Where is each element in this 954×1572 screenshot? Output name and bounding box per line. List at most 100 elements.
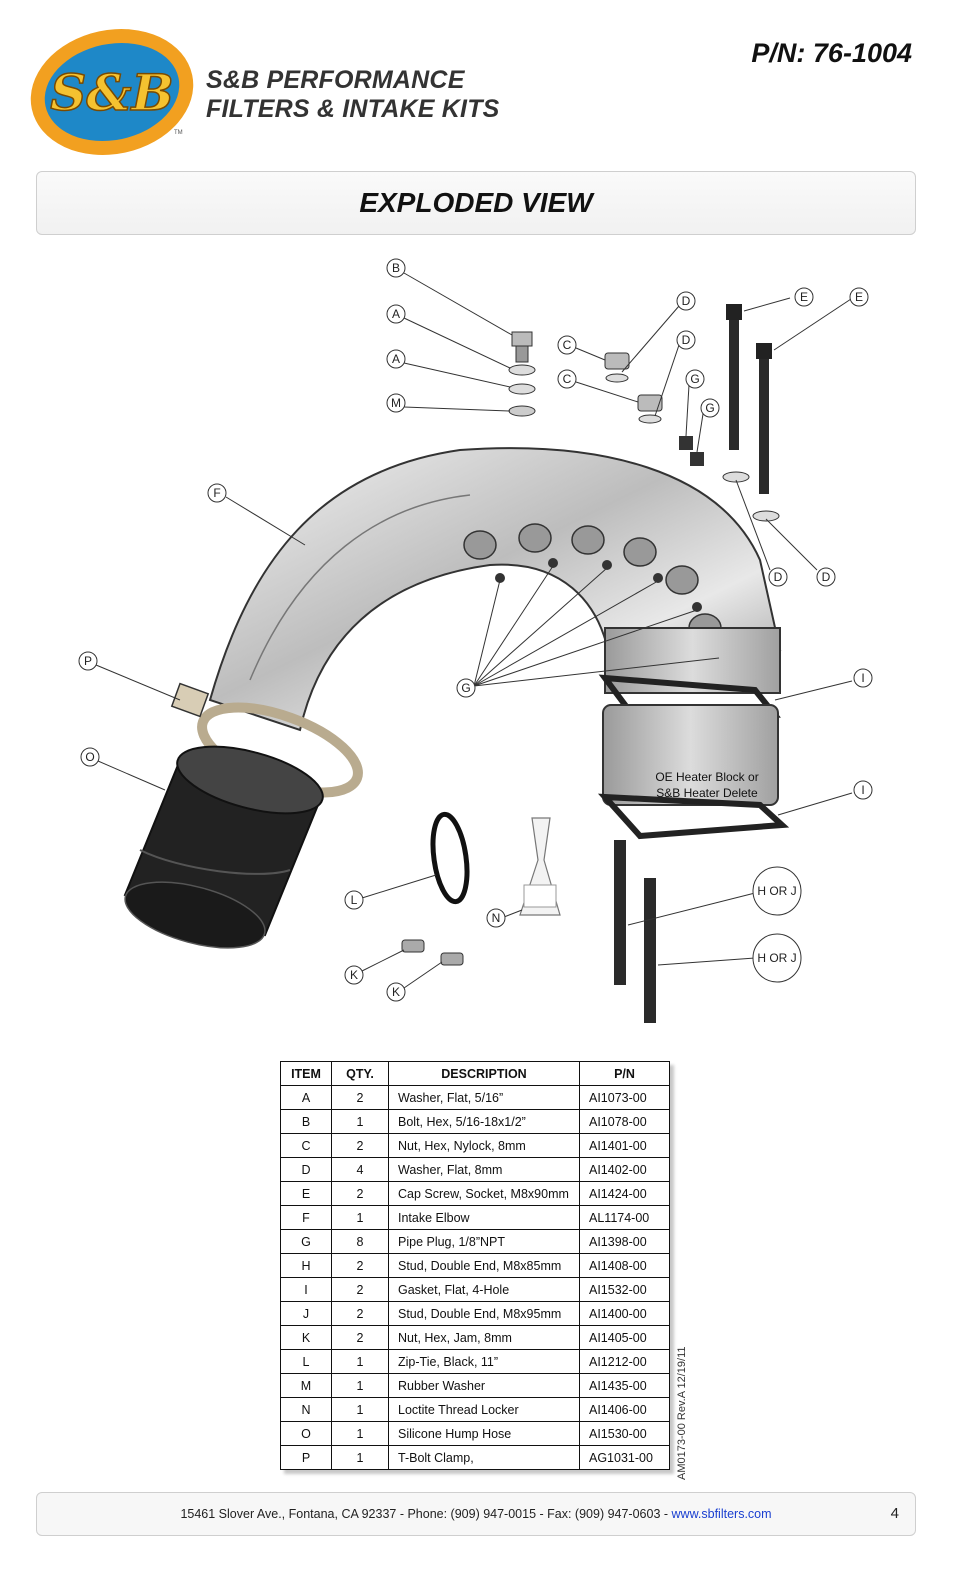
silicone-hump-hose — [123, 745, 324, 949]
callout-l: L — [344, 890, 364, 910]
cell-pn: AI1424-00 — [579, 1181, 670, 1206]
cell-item: H — [280, 1253, 332, 1278]
cell-pn: AI1401-00 — [579, 1133, 670, 1158]
washer-a2 — [508, 383, 536, 395]
col-pn: P/N — [579, 1061, 670, 1086]
callout-h-or-j: H OR J — [752, 933, 802, 983]
footer: 15461 Slover Ave., Fontana, CA 92337 - P… — [36, 1492, 916, 1536]
svg-text:K: K — [350, 968, 358, 982]
cell-description: Nut, Hex, Nylock, 8mm — [388, 1133, 580, 1158]
callout-a: A — [386, 349, 406, 369]
callout-c: C — [557, 369, 577, 389]
callout-g: G — [456, 678, 476, 698]
svg-text:B: B — [392, 261, 400, 275]
callout-o: O — [80, 747, 100, 767]
footer-text: 15461 Slover Ave., Fontana, CA 92337 - P… — [37, 1507, 915, 1521]
cell-pn: AI1435-00 — [579, 1373, 670, 1398]
cell-qty: 2 — [331, 1301, 389, 1326]
website-link[interactable]: www.sbfilters.com — [671, 1507, 772, 1521]
svg-text:D: D — [822, 570, 831, 584]
svg-text:G: G — [690, 372, 699, 386]
cell-description: Loctite Thread Locker — [388, 1397, 580, 1422]
cell-pn: AI1405-00 — [579, 1325, 670, 1350]
sb-logo: S&B TM — [30, 29, 194, 155]
cell-pn: AI1406-00 — [579, 1397, 670, 1422]
heater-label-line1: OE Heater Block or — [655, 770, 758, 784]
svg-text:L: L — [351, 893, 358, 907]
heater-block: OE Heater Block or S&B Heater Delete — [602, 704, 779, 806]
callout-d: D — [768, 567, 788, 587]
cell-item: D — [280, 1157, 332, 1182]
callout-e: E — [794, 287, 814, 307]
cell-pn: AI1400-00 — [579, 1301, 670, 1326]
section-title-box: EXPLODED VIEW — [36, 171, 916, 235]
callout-g: G — [700, 398, 720, 418]
cell-description: T-Bolt Clamp, — [388, 1445, 580, 1470]
callout-b: B — [386, 258, 406, 278]
cell-pn: AL1174-00 — [579, 1205, 670, 1230]
exploded-view-diagram: OE Heater Block or S&B Heater Delete — [78, 258, 873, 1023]
cell-item: I — [280, 1277, 332, 1302]
cell-pn: AI1398-00 — [579, 1229, 670, 1254]
washer-d1 — [722, 471, 750, 483]
part-number: P/N: 76-1004 — [751, 38, 912, 68]
cell-qty: 8 — [331, 1229, 389, 1254]
callout-k: K — [344, 965, 364, 985]
cell-item: N — [280, 1397, 332, 1422]
cell-description: Zip-Tie, Black, 11” — [388, 1349, 580, 1374]
callout-a: A — [386, 304, 406, 324]
table-header-row: ITEM QTY. DESCRIPTION P/N — [280, 1061, 670, 1086]
brand-line-2: FILTERS & INTAKE KITS — [206, 95, 500, 123]
svg-text:G: G — [461, 681, 470, 695]
rubber-washer — [508, 405, 536, 417]
svg-text:H OR J: H OR J — [757, 884, 796, 898]
callout-p: P — [78, 651, 98, 671]
cell-description: Bolt, Hex, 5/16-18x1/2” — [388, 1109, 580, 1134]
cell-description: Washer, Flat, 8mm — [388, 1157, 580, 1182]
callout-m: M — [386, 393, 406, 413]
nylock-nuts — [604, 352, 663, 424]
cell-qty: 4 — [331, 1157, 389, 1182]
jam-nuts — [401, 939, 464, 966]
cell-pn: AI1408-00 — [579, 1253, 670, 1278]
cell-description: Intake Elbow — [388, 1205, 580, 1230]
cell-qty: 1 — [331, 1421, 389, 1446]
brand-line-1: S&B PERFORMANCE — [206, 66, 465, 94]
cell-item: E — [280, 1181, 332, 1206]
cell-qty: 1 — [331, 1349, 389, 1374]
callouts: B A A M C C D D E E G G F G D D P I I O … — [78, 258, 873, 1002]
cell-description: Stud, Double End, M8x85mm — [388, 1253, 580, 1278]
cell-item: B — [280, 1109, 332, 1134]
svg-text:E: E — [800, 290, 808, 304]
cell-qty: 1 — [331, 1205, 389, 1230]
cell-item: K — [280, 1325, 332, 1350]
svg-text:P: P — [84, 654, 92, 668]
callout-i: I — [853, 668, 873, 688]
col-qty: QTY. — [331, 1061, 389, 1086]
svg-text:K: K — [392, 985, 400, 999]
svg-text:M: M — [391, 396, 401, 410]
callout-e: E — [849, 287, 869, 307]
svg-text:G: G — [705, 401, 714, 415]
cell-item: F — [280, 1205, 332, 1230]
cell-qty: 1 — [331, 1397, 389, 1422]
page-number: 4 — [890, 1505, 899, 1522]
svg-text:O: O — [85, 750, 94, 764]
gasket-lower — [597, 793, 790, 840]
cell-item: P — [280, 1445, 332, 1470]
cell-pn: AI1402-00 — [579, 1157, 670, 1182]
cell-description: Washer, Flat, 5/16” — [388, 1085, 580, 1110]
cap-screws — [726, 304, 772, 494]
cell-pn: AG1031-00 — [579, 1445, 670, 1470]
cell-qty: 2 — [331, 1085, 389, 1110]
svg-text:H OR J: H OR J — [757, 951, 796, 965]
logo-text: S&B — [50, 63, 174, 122]
